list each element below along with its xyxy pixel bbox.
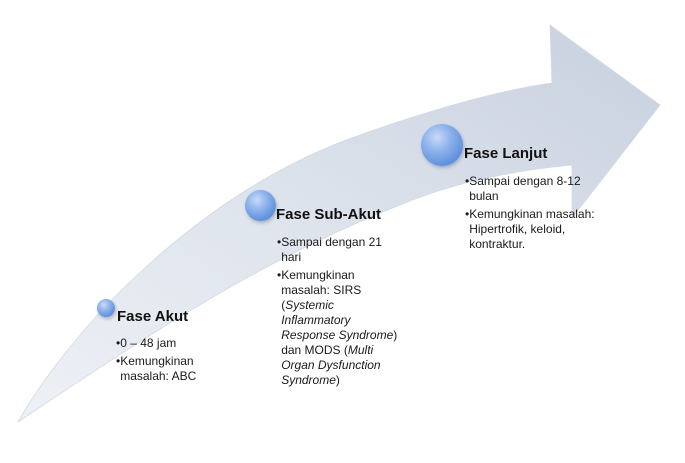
phase-bullets-akut: •0 – 48 jam •Kemungkinan masalah: ABC [116,336,226,387]
phase-title-sub-akut: Fase Sub-Akut [276,206,382,223]
bullet-item: •0 – 48 jam [116,336,177,350]
phase-bullets-sub-akut: • Sampai dengan 21 hari • Kemungkinan ma… [277,235,427,391]
phase-dot-sub-akut [245,190,276,221]
phase-title-akut: Fase Akut [117,308,189,325]
arrow-body [17,24,661,423]
bullet-item: •Sampai dengan 8-12 bulan [465,174,581,203]
bullet-item: • Kemungkinan masalah: SIRS (Systemic In… [277,268,398,387]
bullet-item: •Kemungkinan masalah: Hipertrofik, keloi… [465,207,595,251]
phase-dot-lanjut [421,124,463,166]
bullet-item: •Kemungkinan masalah: ABC [116,354,197,383]
phase-dot-akut [97,299,115,317]
phase-title-lanjut: Fase Lanjut [464,145,548,162]
bullet-item: • Sampai dengan 21 hari [277,235,382,264]
phase-bullets-lanjut: •Sampai dengan 8-12 bulan •Kemungkinan m… [465,174,605,255]
